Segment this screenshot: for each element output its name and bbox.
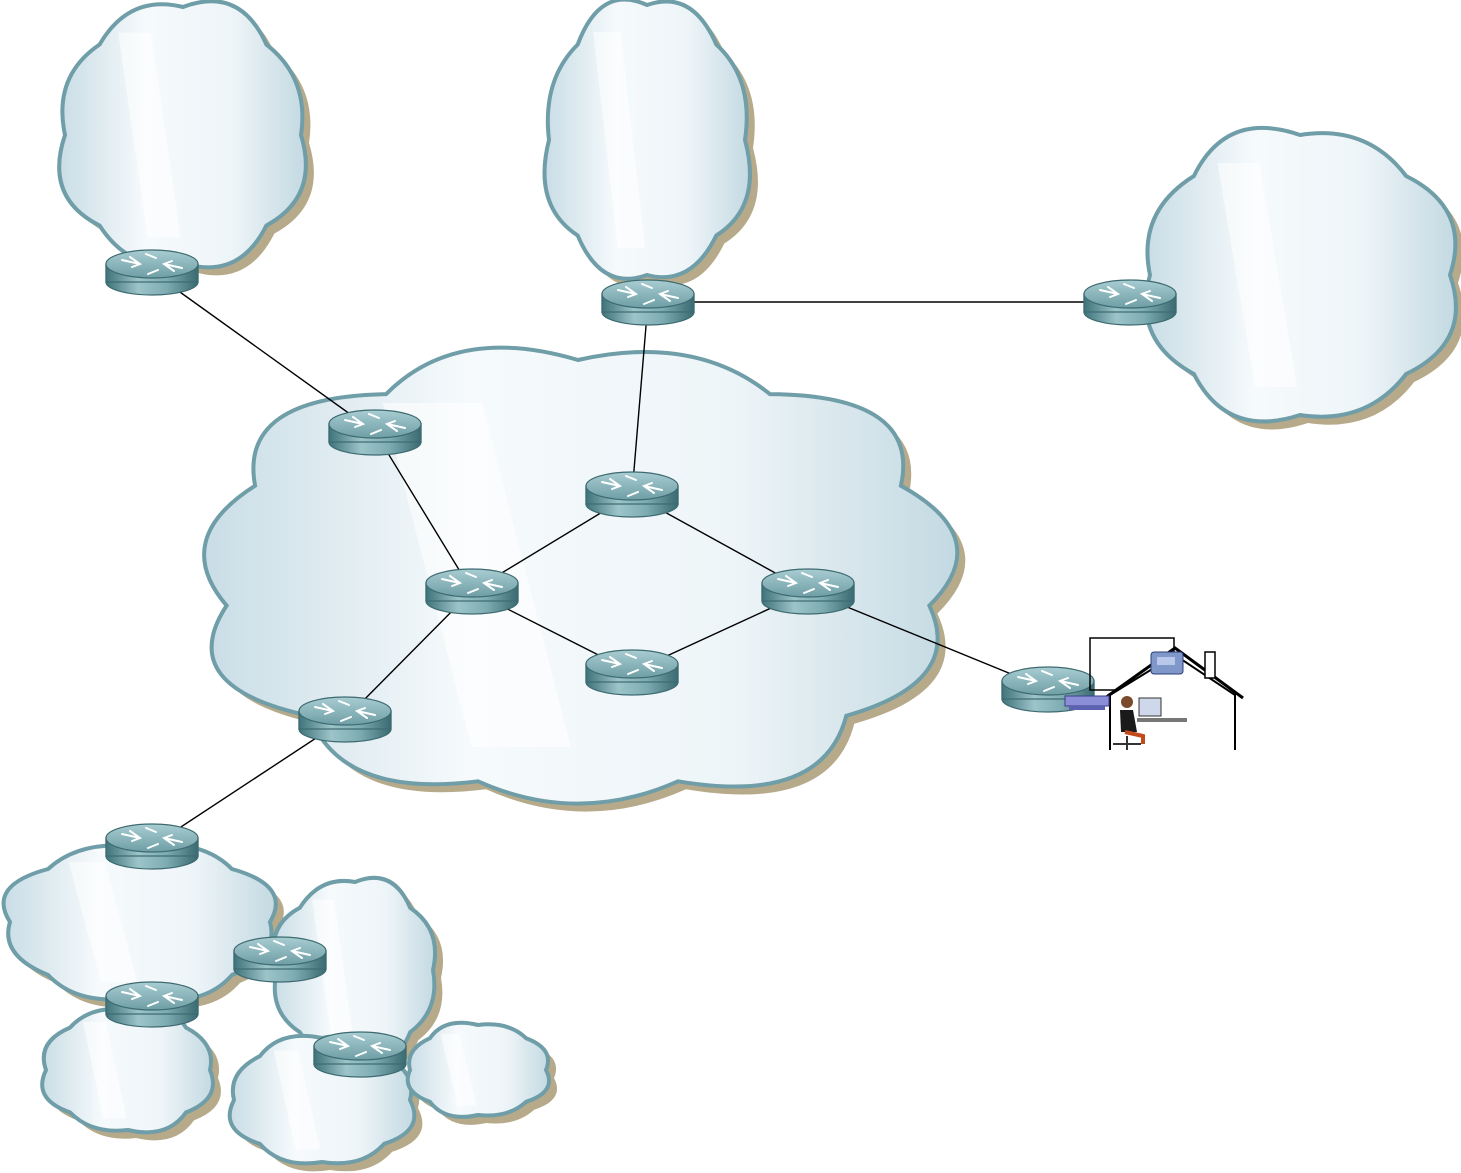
clouds-layer (4, 0, 1461, 1171)
cloud-branch-right (1146, 128, 1461, 430)
cloud-branch-top-middle (545, 0, 758, 287)
router-icon (762, 569, 854, 614)
cloud-branch-top-left (59, 1, 314, 275)
router-icon (586, 650, 678, 695)
router-icon (299, 697, 391, 742)
router-icon (106, 250, 198, 295)
router-icon (314, 1032, 406, 1077)
router-icon (426, 569, 518, 614)
router-icon (106, 982, 198, 1027)
router-icon (234, 937, 326, 982)
cloud-lower-left-cluster-5 (408, 1023, 557, 1125)
router-icon (106, 824, 198, 869)
router-icon (602, 280, 694, 325)
router-icon (329, 410, 421, 455)
cloud-lower-left-cluster-3 (42, 1007, 221, 1140)
link-r-top-left-r-core-top-left (152, 272, 375, 432)
router-icon (1084, 280, 1176, 325)
router-icon (586, 472, 678, 517)
